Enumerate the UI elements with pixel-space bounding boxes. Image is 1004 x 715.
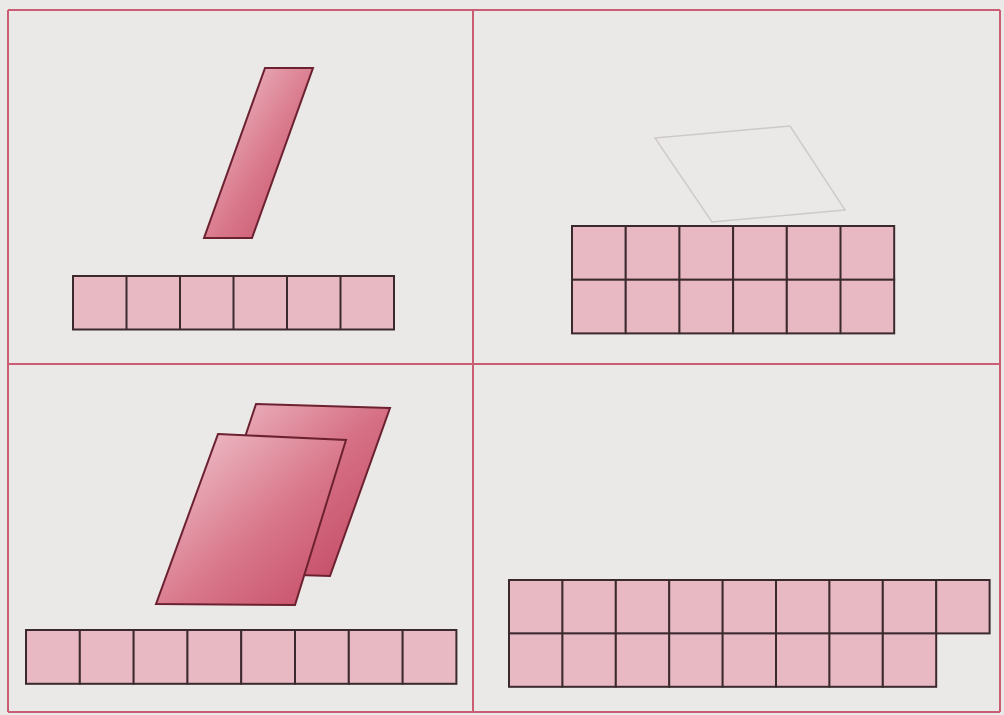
unit-square <box>234 276 288 330</box>
unit-square <box>26 630 80 684</box>
unit-square <box>403 630 457 684</box>
unit-square <box>626 226 680 280</box>
unit-square <box>127 276 181 330</box>
unit-square <box>679 280 733 334</box>
unit-square <box>787 226 841 280</box>
unit-square <box>841 280 895 334</box>
unit-square-row <box>73 276 394 330</box>
unit-square <box>776 633 829 686</box>
unit-square <box>572 226 626 280</box>
unit-square-grid <box>572 226 894 333</box>
unit-square <box>572 280 626 334</box>
unit-square <box>841 226 895 280</box>
unit-square <box>787 280 841 334</box>
unit-square <box>936 580 989 633</box>
unit-square <box>295 630 349 684</box>
unit-square <box>723 580 776 633</box>
unit-square <box>669 580 722 633</box>
unit-square <box>829 580 882 633</box>
unit-square <box>73 276 127 330</box>
unit-square <box>349 630 403 684</box>
unit-square <box>616 633 669 686</box>
unit-square <box>562 580 615 633</box>
panel-bottom-right <box>509 580 990 687</box>
unit-square <box>829 633 882 686</box>
unit-square <box>883 580 936 633</box>
unit-square <box>180 276 234 330</box>
unit-square <box>509 580 562 633</box>
unit-square <box>241 630 295 684</box>
unit-square <box>134 630 188 684</box>
unit-square-grid <box>509 580 990 687</box>
unit-square <box>616 580 669 633</box>
unit-square <box>776 580 829 633</box>
unit-square <box>723 633 776 686</box>
unit-square <box>883 633 936 686</box>
unit-square-row <box>26 630 456 684</box>
unit-square <box>733 226 787 280</box>
unit-square <box>509 633 562 686</box>
unit-square <box>679 226 733 280</box>
unit-square <box>562 633 615 686</box>
unit-square <box>80 630 134 684</box>
unit-square <box>626 280 680 334</box>
unit-square <box>733 280 787 334</box>
unit-square <box>187 630 241 684</box>
unit-square <box>669 633 722 686</box>
unit-square <box>341 276 395 330</box>
unit-square <box>287 276 341 330</box>
